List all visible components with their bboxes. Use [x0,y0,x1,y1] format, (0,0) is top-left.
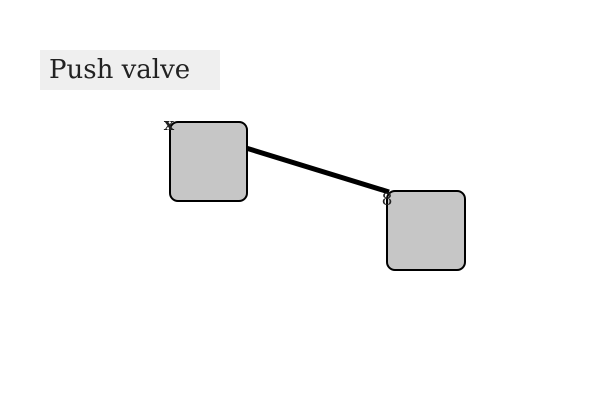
node-block-1-body[interactable] [169,121,248,202]
node-block-1[interactable]: x [164,115,248,202]
connector-line[interactable] [245,145,390,195]
page-title-text: Push valve [49,55,191,85]
node-block-2-label: 8 [382,190,393,210]
page-title: Push valve [40,50,220,90]
node-block-1-label: x [164,115,175,135]
node-block-2-body[interactable] [386,190,466,271]
node-block-2[interactable]: 8 [382,190,466,271]
